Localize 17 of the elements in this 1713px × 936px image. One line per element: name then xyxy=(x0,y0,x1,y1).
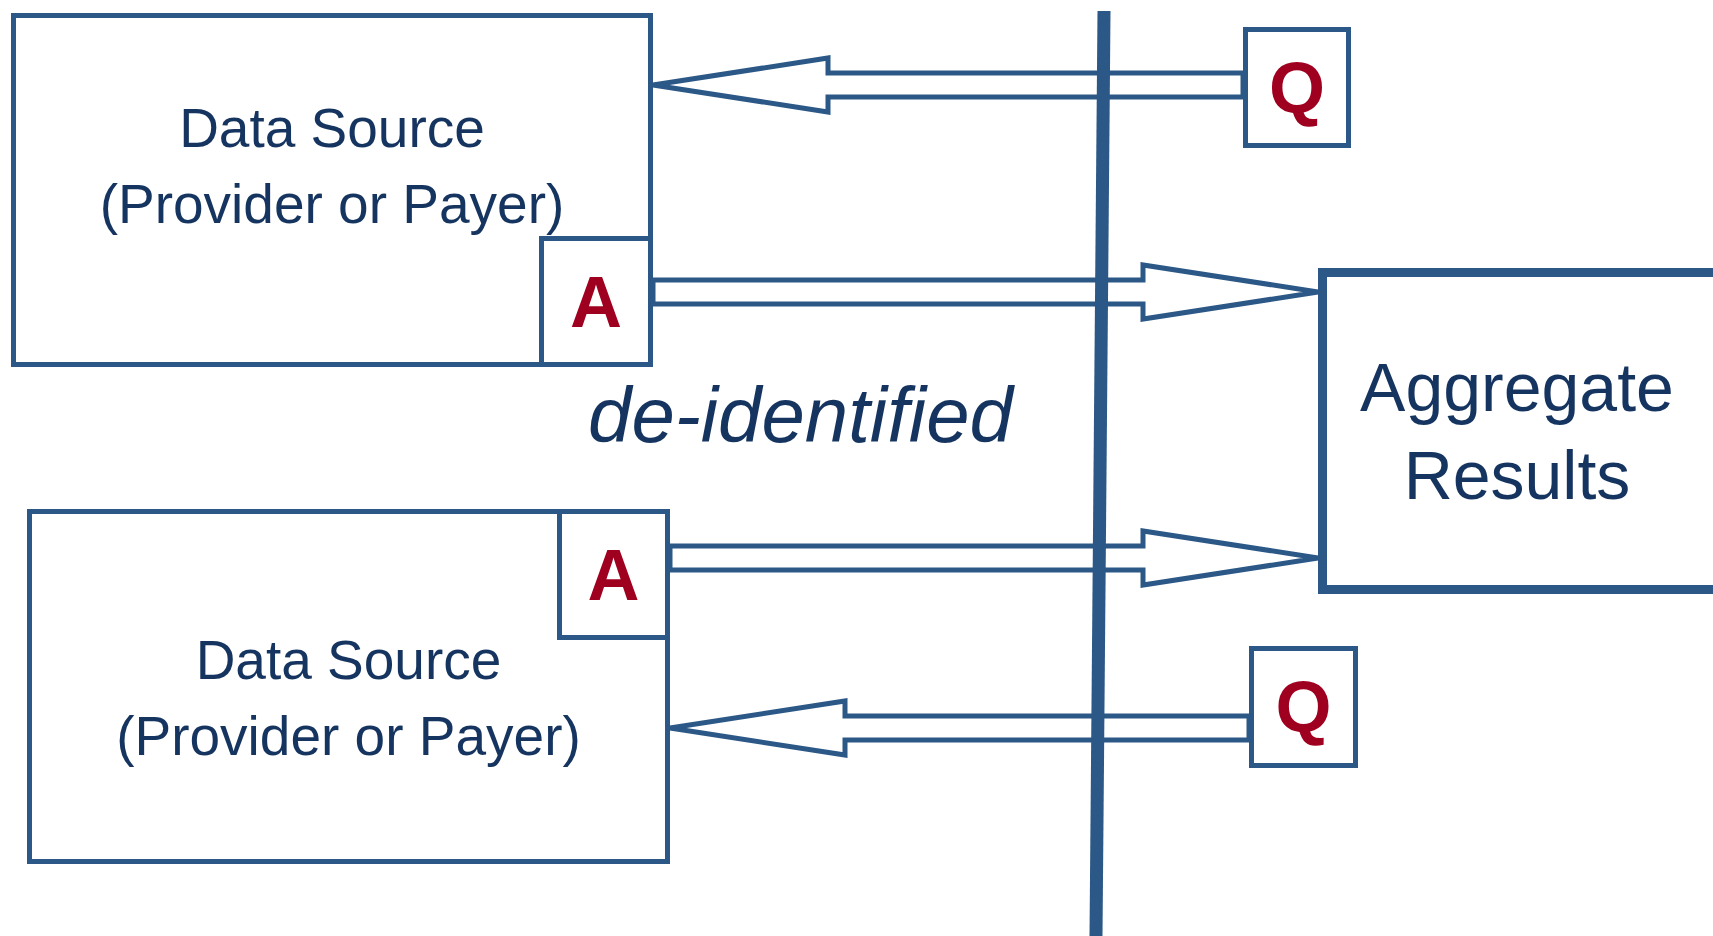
data-source-box xyxy=(11,13,653,367)
hollow-arrow xyxy=(650,55,1246,115)
box-title: Aggregate Results xyxy=(1359,348,1675,515)
hollow-arrow xyxy=(650,262,1321,322)
box-title: Data Source xyxy=(179,96,485,161)
box-subtitle: (Provider or Payer) xyxy=(99,172,565,237)
boundary-label: de-identified xyxy=(588,376,1013,454)
data-source-box xyxy=(27,509,670,864)
access-letter: A xyxy=(587,538,640,611)
query-box xyxy=(1249,646,1358,768)
box-subtitle: (Provider or Payer) xyxy=(116,704,581,769)
results-box xyxy=(1318,268,1713,594)
hollow-arrow xyxy=(667,698,1252,758)
access-letter: A xyxy=(570,265,622,338)
hollow-arrow xyxy=(667,528,1321,588)
query-box xyxy=(1243,27,1351,148)
box-title: Data Source xyxy=(195,628,502,693)
